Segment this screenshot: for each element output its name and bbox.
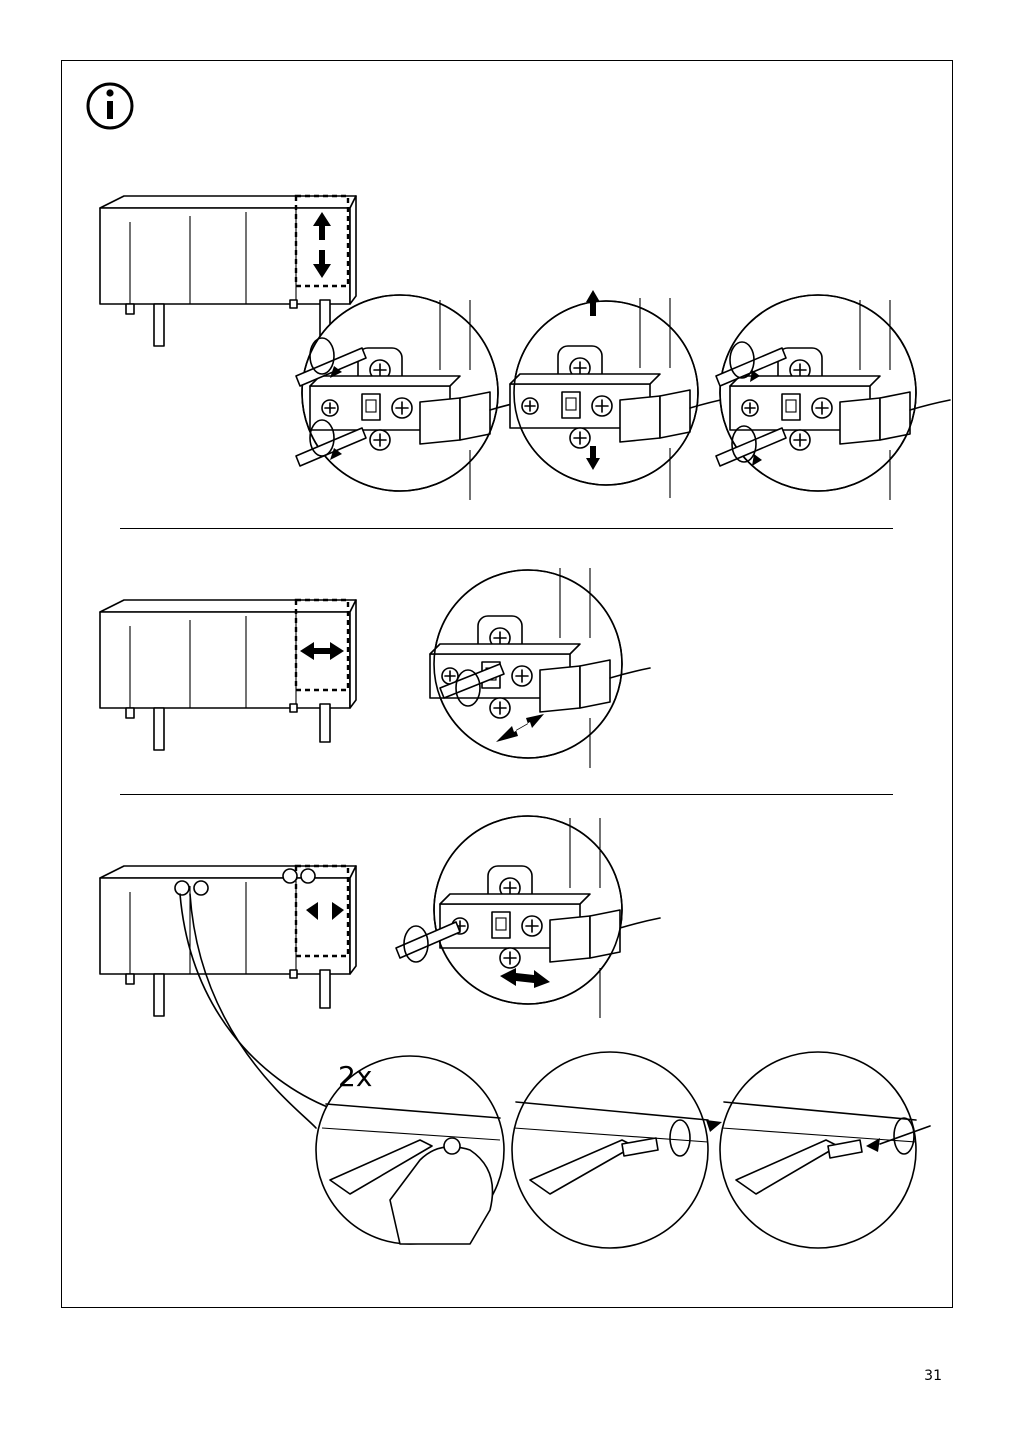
rotate-icon [403, 925, 429, 963]
hinge-detail-1 [295, 294, 531, 501]
section-divider [120, 794, 893, 795]
screwdriver-icon [715, 347, 787, 467]
arrow-up-down-icon [313, 212, 331, 278]
bumper-markers [174, 868, 316, 896]
door-highlight [294, 194, 350, 288]
hinge-detail-4 [429, 567, 651, 769]
info-icon [86, 82, 134, 130]
hand [389, 1145, 494, 1245]
instruction-frame [61, 60, 953, 1308]
bumper-detail-1 [315, 1055, 505, 1245]
door-highlight [294, 598, 350, 692]
sideboard-illustration [99, 865, 357, 1017]
hinge-detail-2 [509, 290, 731, 499]
handle [329, 1139, 433, 1195]
arrow-left-right-icon [306, 902, 344, 920]
arrow-up-down-icon [586, 290, 600, 470]
page-number: 31 [924, 1368, 942, 1384]
arrow-diagonal-icon [496, 714, 544, 742]
section-divider [120, 528, 893, 529]
door-highlight [294, 864, 350, 958]
leader-line [189, 893, 317, 1129]
bumper-detail-2 [511, 1051, 722, 1249]
hinge-detail-5 [395, 815, 661, 1019]
bumper [443, 1137, 461, 1155]
arrow-left-right-icon [300, 642, 344, 660]
quantity-label: 2x [338, 1060, 373, 1093]
rotate-icon [309, 337, 342, 460]
rotate-icon [893, 1117, 915, 1155]
rotate-icon [729, 341, 762, 466]
section-vertical-adjust [99, 194, 951, 501]
leader-line [179, 893, 331, 1109]
section-depth-adjust [99, 567, 651, 769]
hinge-detail-3 [715, 294, 951, 501]
arrow-left-right-icon [500, 968, 550, 988]
bumper [827, 1139, 863, 1159]
rotate-icon [455, 669, 481, 707]
rotate-icon [669, 1119, 691, 1157]
section-lateral-adjust [99, 815, 931, 1249]
bumper [621, 1137, 659, 1157]
sideboard-illustration [99, 599, 357, 751]
bumper-detail-3 [719, 1051, 931, 1249]
